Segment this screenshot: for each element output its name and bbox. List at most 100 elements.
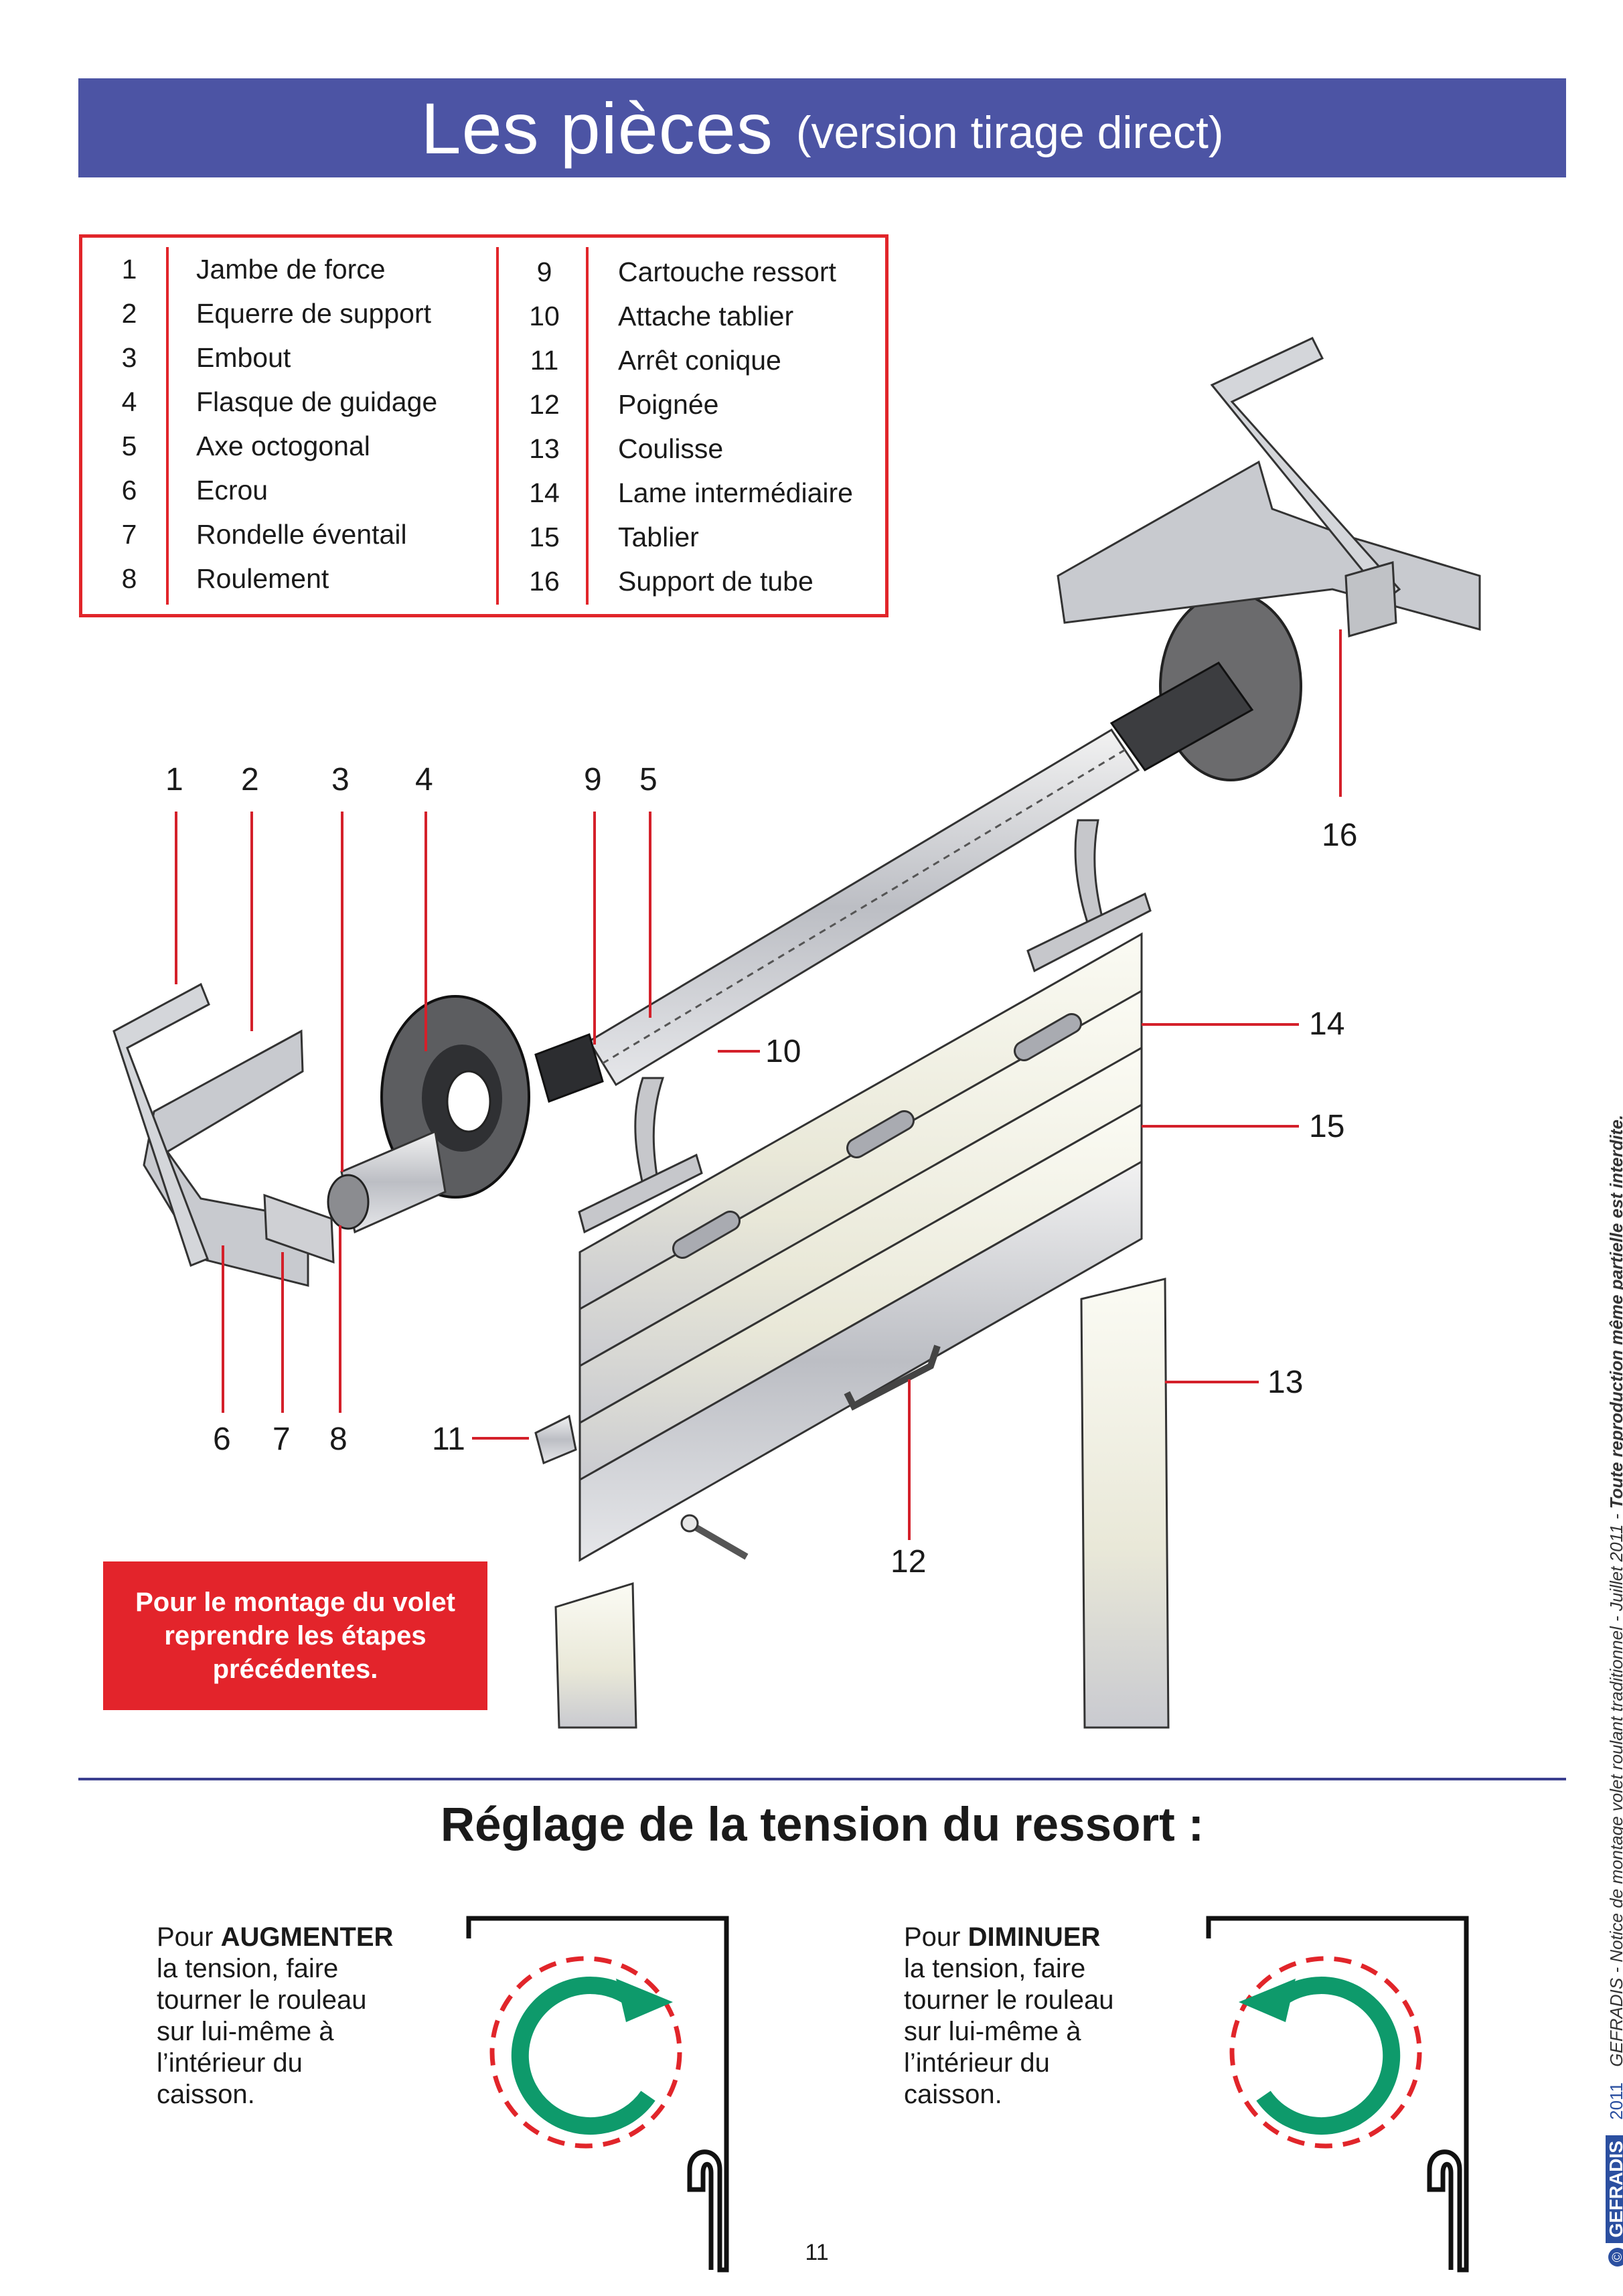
part-number: 10 xyxy=(529,301,560,331)
callout-10: 10 xyxy=(765,1034,801,1069)
instr-line: sur lui-même à xyxy=(904,2017,1081,2046)
right-strap-bar xyxy=(1026,892,1152,973)
part-label: Poignée xyxy=(618,389,719,420)
counterclockwise-arrow-icon xyxy=(1256,1977,1401,2135)
roller-dashed-circle xyxy=(489,1956,682,2149)
part-label: Cartouche ressort xyxy=(618,256,836,287)
part-label: Support de tube xyxy=(618,566,814,597)
page-number: 11 xyxy=(805,2240,829,2265)
title-banner: Les pièces (version tirage direct) xyxy=(78,78,1566,177)
part-label: Ecrou xyxy=(196,475,268,506)
callout-6: 6 xyxy=(213,1422,231,1457)
side-footer: © GEFRADIS 2011 GEFRADIS - Notice de mon… xyxy=(1606,1115,1623,2267)
right-guide-rail xyxy=(1080,1278,1170,1729)
part-number: 13 xyxy=(529,433,560,464)
instr-line: la tension, faire xyxy=(157,1954,339,1983)
part-number: 6 xyxy=(121,475,137,506)
part-label: Arrêt conique xyxy=(618,345,781,376)
instr-line: l’intérieur du xyxy=(157,2048,303,2078)
copyright-icon: © xyxy=(1608,2248,1623,2267)
callout-12: 12 xyxy=(891,1544,927,1580)
part-number: 15 xyxy=(529,522,560,552)
callout-11: 11 xyxy=(432,1422,465,1457)
part-number: 14 xyxy=(529,477,560,508)
left-strap-bar xyxy=(578,1153,703,1234)
callout-7: 7 xyxy=(273,1422,291,1457)
part-label: Flasque de guidage xyxy=(196,386,438,417)
clockwise-arrow-icon xyxy=(511,1977,655,2135)
note-line: précédentes. xyxy=(212,1655,378,1684)
part-label: Roulement xyxy=(196,563,329,594)
part-number: 16 xyxy=(529,566,560,597)
conical-stop xyxy=(534,1414,577,1465)
part-number: 12 xyxy=(529,389,560,420)
table-divider xyxy=(586,247,589,605)
page-subtitle: (version tirage direct) xyxy=(795,107,1224,158)
note-line: reprendre les étapes xyxy=(164,1621,427,1651)
table-divider xyxy=(166,247,169,605)
brand-logo: GEFRADIS xyxy=(1606,2135,1623,2243)
table-divider xyxy=(496,247,499,605)
increase-instruction: Pour AUGMENTER la tension, faire tourner… xyxy=(157,1922,393,2111)
part-number: 7 xyxy=(121,519,137,550)
page-title: Les pièces xyxy=(420,87,773,169)
title-text: Les pièces (version tirage direct) xyxy=(78,78,1566,177)
callout-5: 5 xyxy=(639,762,658,797)
instr-line: tourner le rouleau xyxy=(157,1985,367,2015)
bottom-slat xyxy=(578,1160,1143,1562)
instr-line: caisson. xyxy=(157,2080,255,2109)
footer-year: 2011 xyxy=(1606,2082,1623,2120)
instr-line: tourner le rouleau xyxy=(904,1985,1114,2015)
left-guide-rail xyxy=(554,1582,637,1729)
decrease-diagram xyxy=(1206,1916,1469,2273)
callout-9: 9 xyxy=(584,762,602,797)
footer-copyright: Toute reproduction même partielle est in… xyxy=(1606,1114,1623,1509)
instr-line: sur lui-même à xyxy=(157,2017,334,2046)
spring-cartridge xyxy=(534,1033,604,1103)
part-label: Axe octogonal xyxy=(196,431,370,461)
decrease-instruction: Pour DIMINUER la tension, faire tourner … xyxy=(904,1922,1114,2111)
part-label: Lame intermédiaire xyxy=(618,477,853,508)
part-label: Rondelle éventail xyxy=(196,519,407,550)
callout-3: 3 xyxy=(331,762,350,797)
instr-line: l’intérieur du xyxy=(904,2048,1050,2078)
roller-box xyxy=(466,1916,729,2273)
part-number: 1 xyxy=(121,254,137,285)
callout-1: 1 xyxy=(165,762,183,797)
right-end-cap xyxy=(1109,662,1254,771)
callout-16: 16 xyxy=(1322,818,1358,853)
handle xyxy=(844,1345,941,1411)
callout-15: 15 xyxy=(1309,1109,1345,1144)
section-divider xyxy=(78,1778,1566,1780)
tube-support xyxy=(1344,561,1397,637)
instr-prefix: Pour xyxy=(157,1922,221,1952)
callout-14: 14 xyxy=(1309,1006,1345,1042)
left-strut xyxy=(112,982,210,1267)
part-number: 4 xyxy=(121,386,137,417)
section-title: Réglage de la tension du ressort : xyxy=(440,1798,1205,1851)
part-label: Jambe de force xyxy=(196,254,386,285)
guide-plate xyxy=(263,1193,335,1264)
part-number: 8 xyxy=(121,563,137,594)
assembly-note: Pour le montage du volet reprendre les é… xyxy=(103,1561,487,1710)
instr-keyword: AUGMENTER xyxy=(220,1922,394,1952)
part-label: Embout xyxy=(196,342,291,373)
part-label: Tablier xyxy=(618,522,699,552)
part-number: 3 xyxy=(121,342,137,373)
callout-13: 13 xyxy=(1267,1365,1304,1400)
roller-box xyxy=(1206,1916,1469,2273)
note-line: Pour le montage du volet xyxy=(135,1588,455,1617)
part-number: 11 xyxy=(530,345,559,376)
part-number: 2 xyxy=(121,298,137,329)
instr-line: caisson. xyxy=(904,2080,1002,2109)
roller-dashed-circle xyxy=(1229,1956,1422,2149)
callout-8: 8 xyxy=(329,1422,347,1457)
part-number: 5 xyxy=(121,431,137,461)
instr-keyword: DIMINUER xyxy=(968,1922,1101,1952)
leader-lines xyxy=(175,629,1342,1540)
part-label: Coulisse xyxy=(618,433,724,464)
increase-diagram xyxy=(466,1916,729,2273)
instr-prefix: Pour xyxy=(904,1922,968,1952)
